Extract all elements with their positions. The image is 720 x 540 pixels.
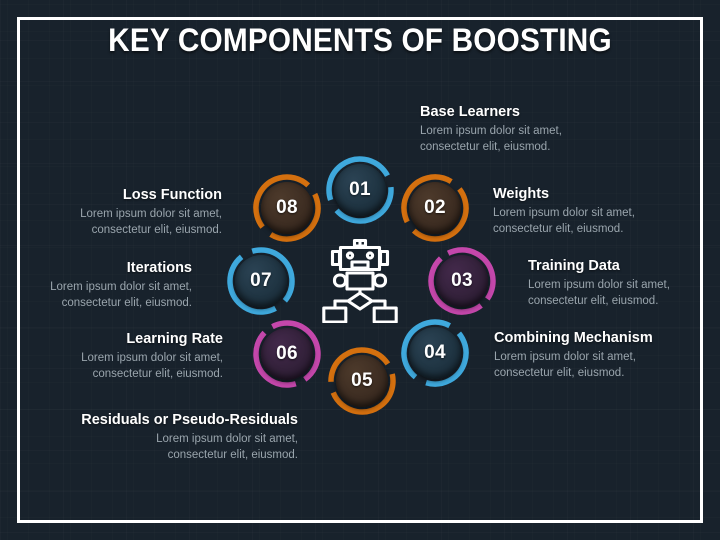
step-node-04[interactable]: 04 bbox=[399, 317, 471, 389]
robot-flowchart-icon bbox=[322, 238, 398, 324]
step-ring-02 bbox=[399, 172, 471, 244]
label-residuals: Residuals or Pseudo-Residuals Lorem ipsu… bbox=[20, 411, 298, 463]
step-node-06[interactable]: 06 bbox=[251, 318, 323, 390]
step-number-02: 02 bbox=[424, 197, 446, 218]
label-title-07: Iterations bbox=[126, 260, 192, 276]
label-loss-function: Loss Function Lorem ipsum dolor sit amet… bbox=[20, 186, 222, 238]
step-number-01: 01 bbox=[349, 179, 371, 200]
label-desc-06: Lorem ipsum dolor sit amet, consectetur … bbox=[81, 352, 223, 380]
step-core-07: 07 bbox=[235, 255, 287, 307]
label-title-04: Combining Mechanism bbox=[494, 330, 653, 346]
label-title-01: Base Learners bbox=[420, 104, 520, 120]
slide-border-frame bbox=[17, 17, 703, 523]
step-node-03[interactable]: 03 bbox=[426, 245, 498, 317]
step-core-06: 06 bbox=[261, 328, 313, 380]
label-title-02: Weights bbox=[493, 186, 550, 202]
step-number-08: 08 bbox=[276, 197, 298, 218]
label-base-learners: Base Learners Lorem ipsum dolor sit amet… bbox=[420, 103, 700, 155]
step-number-07: 07 bbox=[250, 270, 272, 291]
step-ring-04 bbox=[399, 317, 471, 389]
label-learning-rate: Learning Rate Lorem ipsum dolor sit amet… bbox=[20, 330, 223, 382]
label-desc-01: Lorem ipsum dolor sit amet, consectetur … bbox=[420, 125, 562, 153]
step-number-06: 06 bbox=[276, 343, 298, 364]
step-node-08[interactable]: 08 bbox=[251, 172, 323, 244]
label-desc-04: Lorem ipsum dolor sit amet, consectetur … bbox=[494, 351, 636, 379]
step-ring-03 bbox=[426, 245, 498, 317]
step-core-08: 08 bbox=[261, 182, 313, 234]
label-combining-mechanism: Combining Mechanism Lorem ipsum dolor si… bbox=[494, 329, 720, 381]
step-core-01: 01 bbox=[334, 164, 386, 216]
step-ring-08 bbox=[251, 172, 323, 244]
label-desc-07: Lorem ipsum dolor sit amet, consectetur … bbox=[50, 281, 192, 309]
step-ring-07 bbox=[225, 245, 297, 317]
label-title-06: Learning Rate bbox=[126, 331, 223, 347]
label-title-05: Residuals or Pseudo-Residuals bbox=[81, 412, 298, 428]
label-desc-02: Lorem ipsum dolor sit amet, consectetur … bbox=[493, 207, 635, 235]
step-ring-01 bbox=[324, 154, 396, 226]
step-node-05[interactable]: 05 bbox=[326, 345, 398, 417]
label-weights: Weights Lorem ipsum dolor sit amet, cons… bbox=[493, 185, 718, 237]
step-core-05: 05 bbox=[336, 355, 388, 407]
label-title-03: Training Data bbox=[528, 258, 620, 274]
step-number-05: 05 bbox=[351, 370, 373, 391]
label-desc-08: Lorem ipsum dolor sit amet, consectetur … bbox=[80, 208, 222, 236]
step-number-04: 04 bbox=[424, 342, 446, 363]
step-core-04: 04 bbox=[409, 327, 461, 379]
step-node-07[interactable]: 07 bbox=[225, 245, 297, 317]
step-node-01[interactable]: 01 bbox=[324, 154, 396, 226]
label-title-08: Loss Function bbox=[122, 187, 222, 203]
label-training-data: Training Data Lorem ipsum dolor sit amet… bbox=[528, 257, 720, 309]
step-node-02[interactable]: 02 bbox=[399, 172, 471, 244]
label-desc-05: Lorem ipsum dolor sit amet, consectetur … bbox=[156, 433, 298, 461]
step-ring-06 bbox=[251, 318, 323, 390]
label-iterations: Iterations Lorem ipsum dolor sit amet, c… bbox=[20, 259, 192, 311]
page-title: KEY COMPONENTS OF BOOSTING bbox=[108, 22, 612, 58]
step-ring-05 bbox=[326, 345, 398, 417]
step-core-02: 02 bbox=[409, 182, 461, 234]
step-number-03: 03 bbox=[451, 270, 473, 291]
step-core-03: 03 bbox=[436, 255, 488, 307]
label-desc-03: Lorem ipsum dolor sit amet, consectetur … bbox=[528, 279, 670, 307]
